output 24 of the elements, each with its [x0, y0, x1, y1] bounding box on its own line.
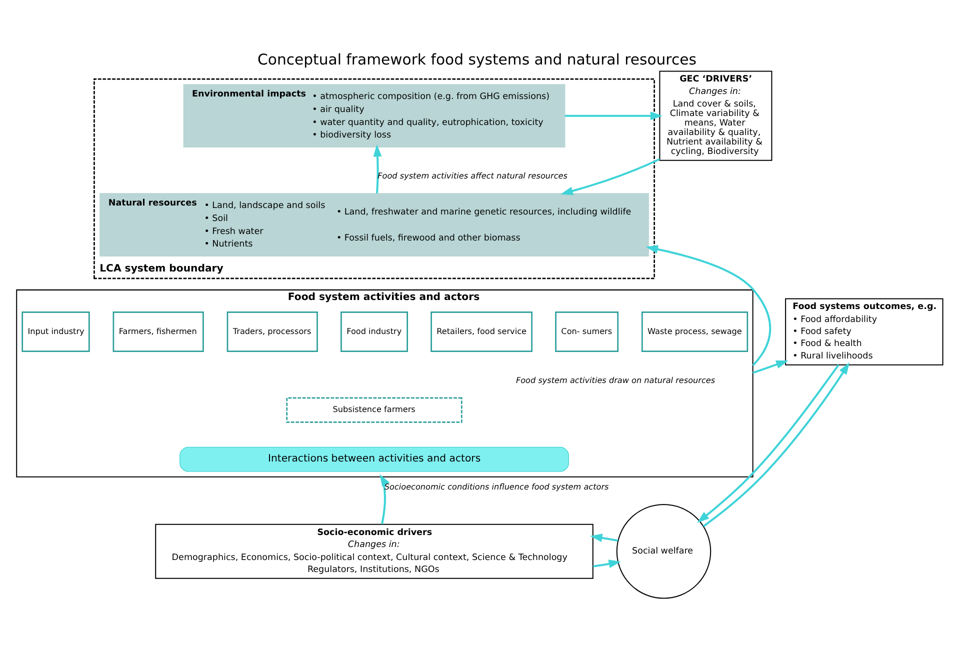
node-box: Subsistence farmers: [286, 397, 462, 423]
arrow: [565, 112, 663, 120]
node-box: Interactions between activities and actors: [180, 446, 569, 472]
node-box: Natural resources • Land, landscape and soils • Soil • Fresh water • Nutrients • Land, freshwater and marine genetic resources, including wildlife • Fossil fuels, firewood and other biomass: [100, 193, 649, 257]
node-box: Farmers, fishermen: [112, 312, 204, 352]
node-box: Con- sumers: [555, 312, 619, 352]
edge-label: Food system activities draw on natural resources: [516, 374, 716, 385]
arrow: [646, 245, 772, 366]
node-box: Retailers, food service: [430, 312, 532, 352]
node-box: Traders, processors: [226, 312, 318, 352]
arrow: [592, 560, 621, 568]
node-box: Food industry: [340, 312, 408, 352]
arrow: [380, 474, 390, 524]
arrow: [373, 144, 382, 194]
diagram-title: Conceptual framework food systems and natural resources: [258, 51, 696, 68]
node-box: Food systems outcomes, e.g. • Food affordability • Food safety • Food & health • Rural livelihoods: [785, 298, 944, 366]
node-box: GEC ‘DRIVERS’ Changes in: Land cover & soils, Climate variability & means, Water availability & quality, Nutrient availability & cycling, Biodiversity: [659, 70, 772, 161]
node-box: Input industry: [22, 312, 90, 352]
arrow: [752, 360, 788, 374]
node-box: Environmental impacts • atmospheric composition (e.g. from GHG emissions) • air quality • water quantity and quality, eutrophication, toxicity • biodiversity loss: [183, 84, 566, 148]
arrow: [590, 534, 618, 542]
arrow: [560, 158, 660, 196]
node-box: Socio-economic drivers Changes in: Demographics, Economics, Socio-political context, Cultural context, Science & Technology Regulators, Institutions, NGOs: [155, 524, 594, 579]
node-box: Waste process, sewage: [641, 312, 748, 352]
